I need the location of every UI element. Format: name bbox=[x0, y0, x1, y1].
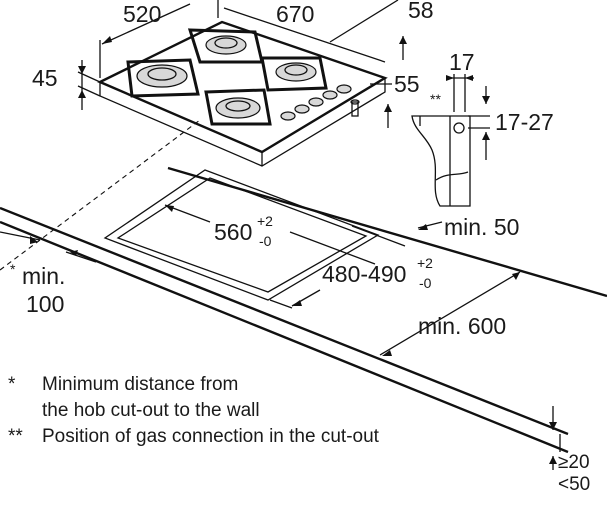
cutout bbox=[103, 169, 380, 301]
dim-worktop-thickness-label: ≥20 <50 bbox=[558, 452, 590, 495]
dim-min-side-label: min. 50 bbox=[444, 214, 519, 240]
dim-height-label: 45 bbox=[32, 65, 58, 91]
dim-knob-height-label: 55 bbox=[394, 71, 420, 97]
dim-connector-range-label: 17-27 bbox=[495, 109, 554, 135]
dim-min-front-label: min. 600 bbox=[418, 313, 506, 339]
svg-text:480-490: 480-490 bbox=[322, 261, 406, 287]
cutout-dimensions bbox=[0, 204, 557, 470]
svg-text:*: * bbox=[10, 261, 16, 277]
svg-text:560: 560 bbox=[214, 219, 252, 245]
dim-cutout-depth-label: 480-490 +2 -0 bbox=[322, 255, 433, 291]
hob bbox=[97, 20, 388, 167]
gas-connection-detail bbox=[411, 74, 490, 207]
dim-connector-width-label: 17 bbox=[449, 49, 475, 75]
svg-text:<50: <50 bbox=[558, 474, 590, 495]
svg-text:+2: +2 bbox=[257, 213, 273, 229]
burner-front-left bbox=[126, 58, 200, 98]
burner-right bbox=[260, 56, 328, 92]
burner-front-center bbox=[204, 88, 272, 126]
hob-dimensions bbox=[77, 0, 407, 128]
svg-text:100: 100 bbox=[26, 291, 64, 317]
note-1-mark: * bbox=[8, 374, 16, 395]
dim-depth-label: 670 bbox=[276, 1, 314, 27]
svg-text:-0: -0 bbox=[259, 233, 272, 249]
svg-text:-0: -0 bbox=[419, 275, 432, 291]
note-1-line-2: the hob cut-out to the wall bbox=[42, 400, 260, 421]
dim-width-label: 520 bbox=[123, 1, 161, 27]
dim-cutout-width-label: 560 +2 -0 bbox=[214, 213, 273, 249]
svg-text:≥20: ≥20 bbox=[558, 452, 590, 473]
svg-text:min.: min. bbox=[22, 263, 65, 289]
notes: * Minimum distance from the hob cut-out … bbox=[8, 374, 380, 447]
gas-connector bbox=[350, 99, 360, 117]
burner-back-left bbox=[187, 28, 264, 64]
svg-text:+2: +2 bbox=[417, 255, 433, 271]
note-2-mark: ** bbox=[8, 426, 23, 447]
dim-top-right-label: 58 bbox=[408, 0, 434, 23]
note-1-line-1: Minimum distance from bbox=[42, 374, 238, 395]
gas-connection-mark: ** bbox=[430, 91, 441, 107]
note-2-line-1: Position of gas connection in the cut-ou… bbox=[42, 426, 380, 447]
control-knobs bbox=[280, 84, 352, 121]
dim-min-wall-label: * min. 100 bbox=[10, 261, 65, 317]
